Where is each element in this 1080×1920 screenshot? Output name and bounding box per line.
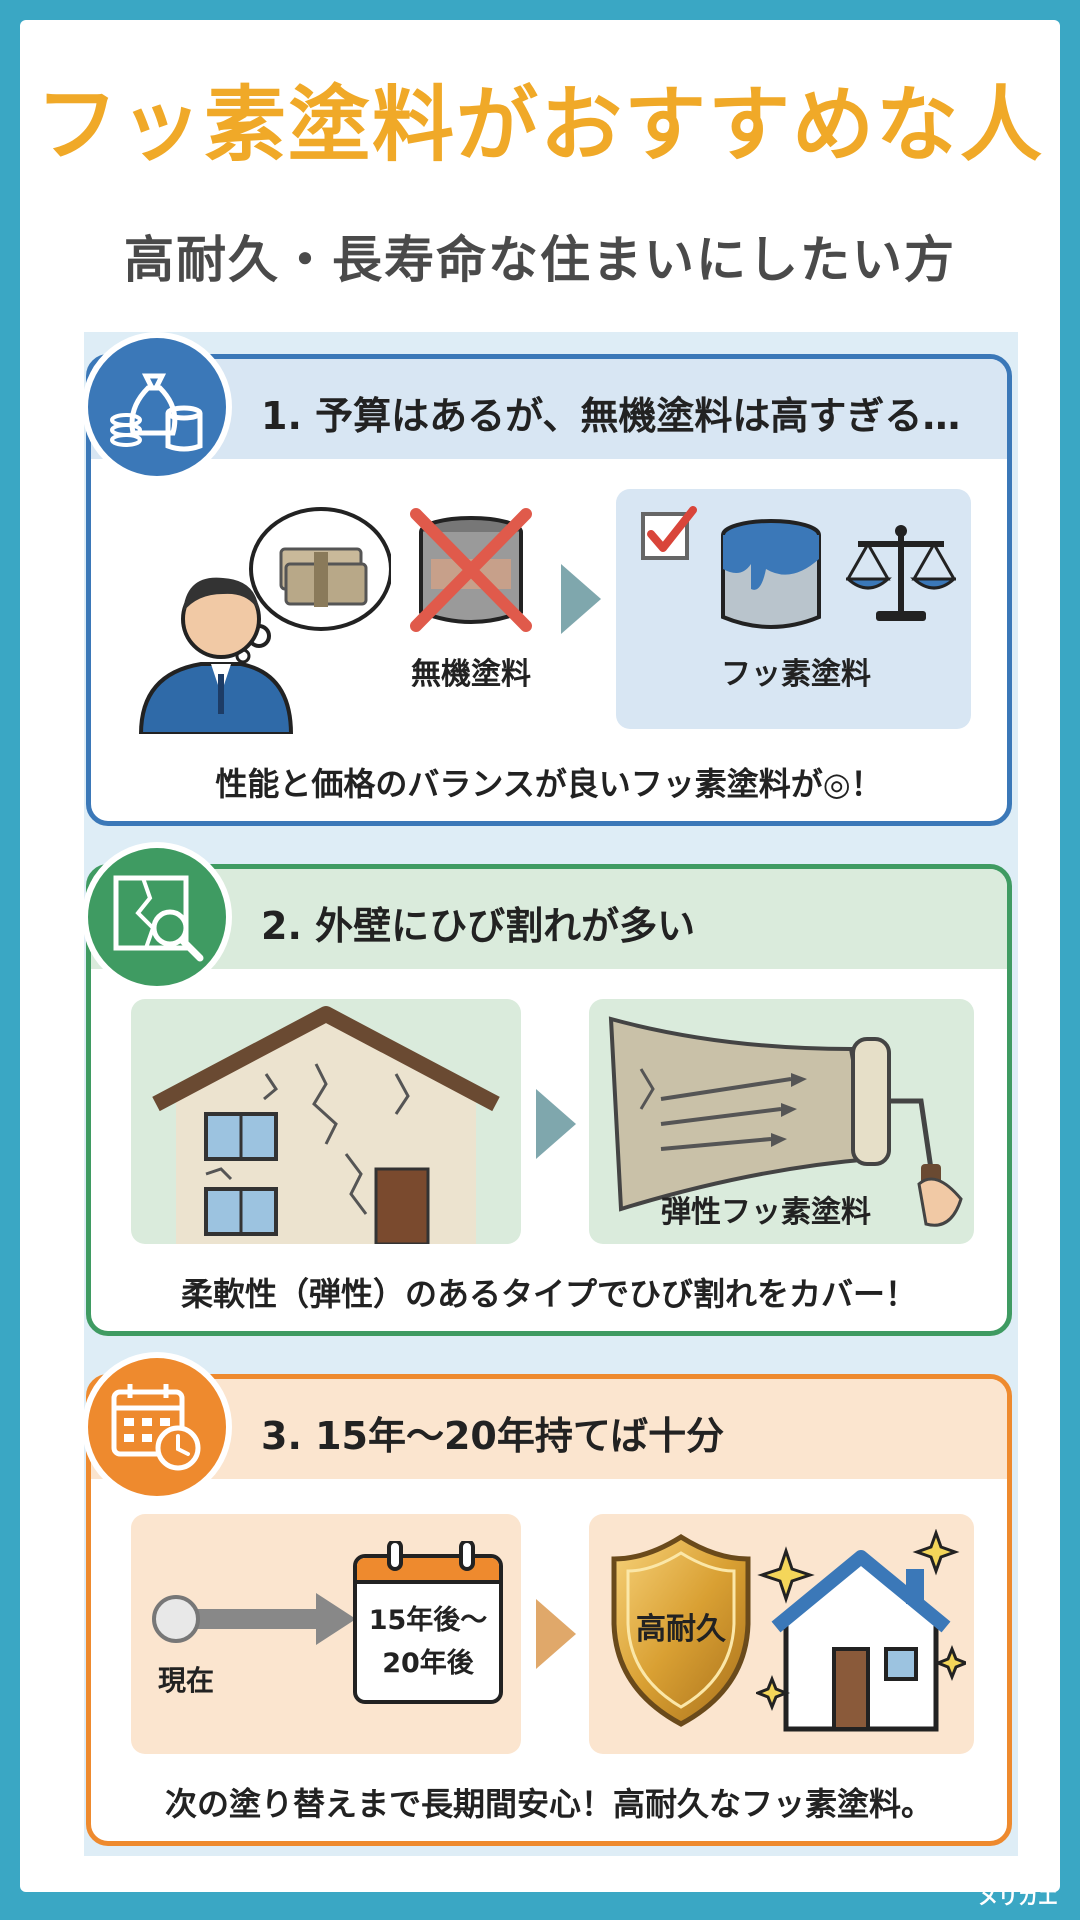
section-budget: 1. 予算はあるが、無機塗料は高すぎる… 無機塗料 — [86, 354, 1012, 826]
section-header — [91, 359, 1007, 459]
start-label: 現在 — [157, 1664, 214, 1697]
section-header — [91, 1379, 1007, 1479]
section-badge — [82, 332, 232, 482]
arrow-right-icon — [536, 1599, 576, 1669]
calendar-future-card: 15年後〜 20年後 — [353, 1554, 503, 1704]
gold-shield-icon — [611, 1534, 751, 1727]
money-bag-paint-can-icon — [110, 373, 203, 452]
inorganic-paint-can-crossed-icon — [410, 508, 532, 632]
shield-label: 高耐久 — [636, 1612, 726, 1647]
section-caption: 柔軟性（弾性）のあるタイプでひび割れをカバー！ — [180, 1275, 917, 1313]
section-duration: 3. 15年〜20年持てば十分 現在 15年後〜 20年後 高耐久 — [86, 1374, 1012, 1846]
page-title: フッ素塗料がおすすめな人 — [35, 78, 1044, 173]
section-badge — [82, 842, 232, 992]
fluorine-paint-label: フッ素塗料 — [721, 657, 871, 692]
section-header — [91, 869, 1007, 969]
cracked-wall-magnifier-icon — [113, 875, 204, 962]
calendar-rings-icon — [387, 1541, 475, 1571]
calendar-clock-icon — [111, 1384, 201, 1471]
section-title: 2. 外壁にひび割れが多い — [261, 904, 696, 948]
arrow-right-icon — [561, 564, 601, 634]
balance-scale-icon — [846, 525, 956, 621]
fluorine-paint-can-icon — [721, 519, 821, 629]
elastic-paint-label: 弾性フッ素塗料 — [661, 1195, 871, 1230]
page-subtitle: 高耐久・長寿命な住まいにしたい方 — [124, 231, 956, 289]
period-line2: 20年後 — [382, 1648, 474, 1679]
section-badge — [82, 1352, 232, 1502]
checkbox-checked-icon — [641, 506, 697, 560]
period-line1: 15年後〜 — [368, 1605, 488, 1636]
timeline-arrow-icon — [152, 1593, 356, 1645]
cracked-house-icon — [152, 1006, 500, 1244]
arrow-right-icon — [536, 1089, 576, 1159]
inorganic-paint-label: 無機塗料 — [411, 657, 531, 692]
section-caption: 性能と価格のバランスが良いフッ素塗料が◎！ — [215, 765, 883, 803]
calendar-header — [357, 1558, 499, 1584]
section-title: 1. 予算はあるが、無機塗料は高すぎる… — [261, 394, 961, 438]
section-title: 3. 15年〜20年持てば十分 — [261, 1414, 725, 1458]
section-caption: 次の塗り替えまで長期間安心！高耐久なフッ素塗料。 — [164, 1785, 933, 1823]
paint-roller-covering-icon — [608, 1016, 963, 1227]
person-thinking-money-icon — [138, 507, 391, 734]
section-cracks: 2. 外壁にひび割れが多い 弾性フッ素塗料 柔軟性（弾性）のあるタイプでひび割れ… — [86, 864, 1012, 1336]
brand-logo: メリカエ — [978, 1885, 1058, 1909]
sparkling-house-icon — [756, 1529, 966, 1732]
